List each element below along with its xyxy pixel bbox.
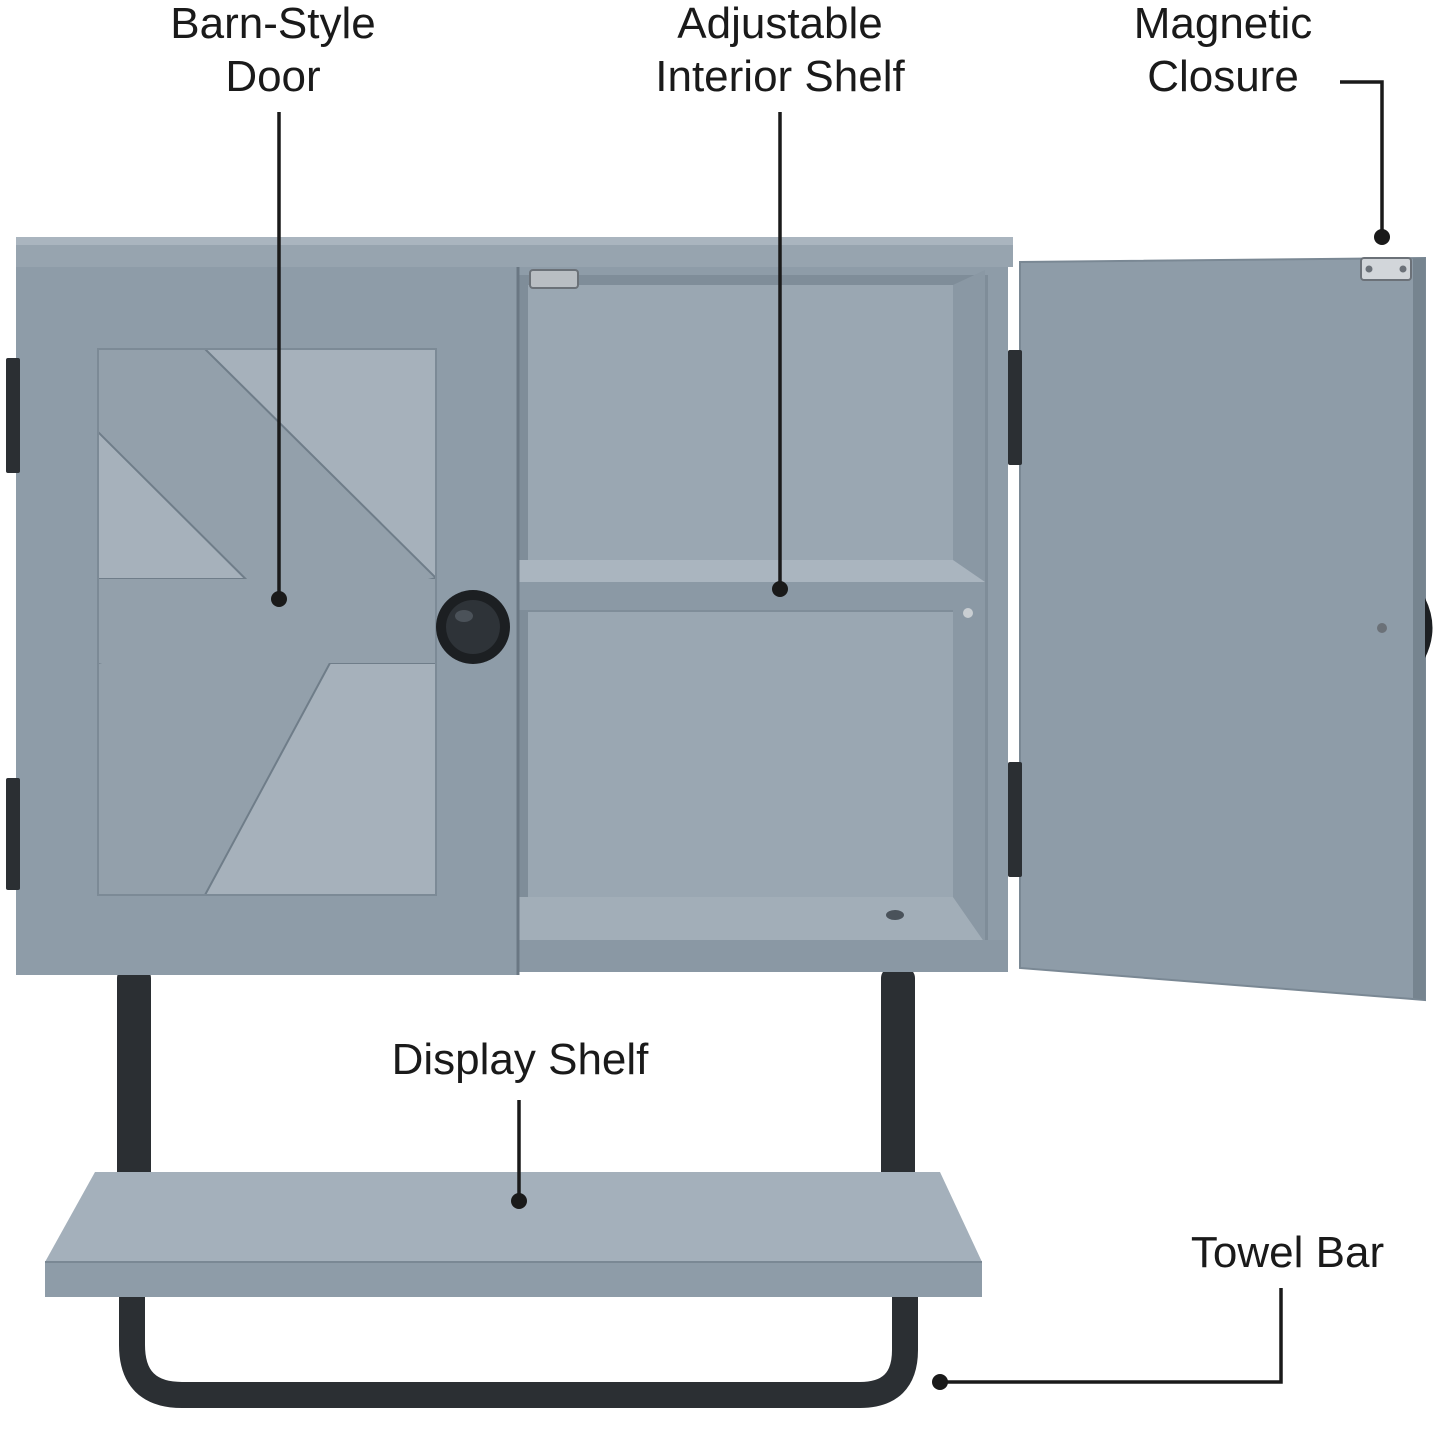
callout-towel-bar: Towel Bar: [1165, 1226, 1410, 1279]
cabinet-top: [16, 237, 1013, 267]
callout-barn-door-line1: Barn-Style: [170, 0, 376, 48]
callout-barn-style-door: Barn-Style Door: [120, 0, 426, 103]
callout-adjustable-interior-shelf: Adjustable Interior Shelf: [610, 0, 950, 103]
towel-bar: [119, 1277, 918, 1408]
leader-magnetic-closure: [1340, 80, 1384, 236]
leader-lines: [277, 80, 1384, 1384]
hinges-left: [6, 358, 20, 890]
left-post: [117, 968, 151, 1220]
callout-display-shelf-label: Display Shelf: [391, 1035, 649, 1084]
leader-towel-bar: [940, 1288, 1283, 1384]
display-shelf: [45, 1172, 982, 1297]
barn-door-right-open: [1008, 256, 1433, 1002]
interior-shelf: [518, 560, 985, 618]
magnetic-catch: [1360, 257, 1412, 281]
callout-display-shelf: Display Shelf: [360, 1033, 680, 1086]
support-posts: [117, 968, 915, 1220]
callout-magnetic-closure: Magnetic Closure: [1095, 0, 1351, 103]
barn-door-left: [6, 267, 520, 975]
callout-towel-bar-label: Towel Bar: [1190, 1228, 1385, 1277]
callout-magnetic-closure-line2: Closure: [1147, 52, 1299, 101]
callout-barn-door-line2: Door: [225, 52, 321, 101]
right-post: [881, 968, 915, 1220]
callout-interior-shelf-line1: Adjustable: [677, 0, 883, 48]
cabinet-body: [16, 267, 1008, 972]
callout-magnetic-closure-line1: Magnetic: [1133, 0, 1313, 48]
callout-interior-shelf-line2: Interior Shelf: [655, 52, 905, 101]
door-knob: [436, 590, 510, 664]
leader-dots: [271, 229, 1390, 1390]
